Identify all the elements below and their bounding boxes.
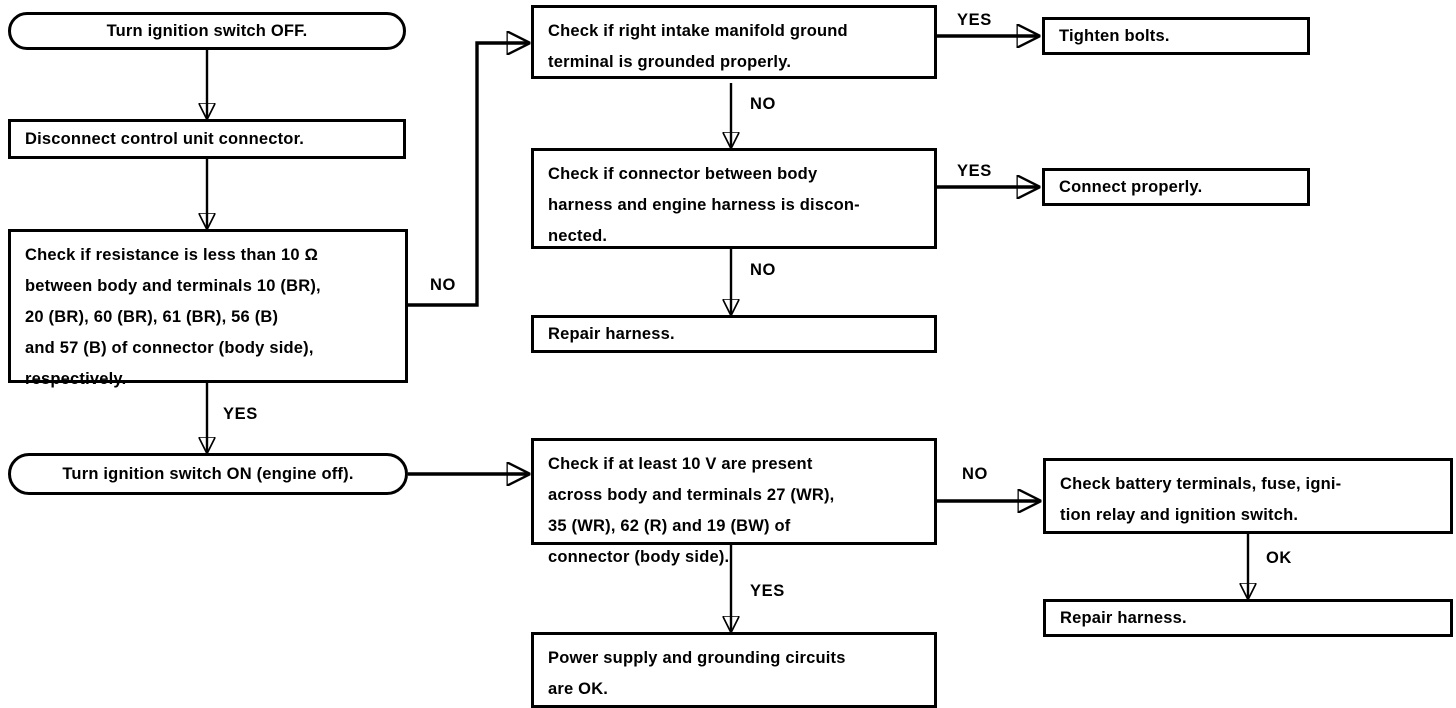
edge-label-voltage-no: NO xyxy=(962,465,988,483)
node-turn-ignition-switch-on: Turn ignition switch ON (engine off). xyxy=(8,453,408,495)
edge-label-ground-terminal-no: NO xyxy=(750,95,776,113)
node-check-ground-terminal: Check if right intake manifold ground te… xyxy=(531,5,937,79)
node-power-supply-ok: Power supply and grounding circuits are … xyxy=(531,632,937,708)
node-connect-properly: Connect properly. xyxy=(1042,168,1310,206)
edge-label-battery-ok: OK xyxy=(1266,549,1292,567)
node-repair-harness-bottom: Repair harness. xyxy=(1043,599,1453,637)
edge-label-ground-terminal-yes: YES xyxy=(957,11,992,29)
node-check-voltage: Check if at least 10 V are present acros… xyxy=(531,438,937,566)
node-check-harness-connector: Check if connector between body harness … xyxy=(531,148,937,249)
node-tighten-bolts: Tighten bolts. xyxy=(1042,17,1310,55)
node-turn-ignition-switch-off: Turn ignition switch OFF. xyxy=(8,12,406,50)
node-check-resistance: Check if resistance is less than 10 Ω be… xyxy=(8,229,408,388)
edge-label-voltage-yes: YES xyxy=(750,582,785,600)
edge-label-resistance-no: NO xyxy=(430,276,456,294)
node-disconnect-control-unit-connector: Disconnect control unit connector. xyxy=(8,119,406,159)
edge-label-harness-connector-no: NO xyxy=(750,261,776,279)
edge-label-harness-connector-yes: YES xyxy=(957,162,992,180)
node-check-battery-terminals: Check battery terminals, fuse, igni- tio… xyxy=(1043,458,1453,534)
node-repair-harness-top: Repair harness. xyxy=(531,315,937,353)
edge-label-resistance-yes: YES xyxy=(223,405,258,423)
